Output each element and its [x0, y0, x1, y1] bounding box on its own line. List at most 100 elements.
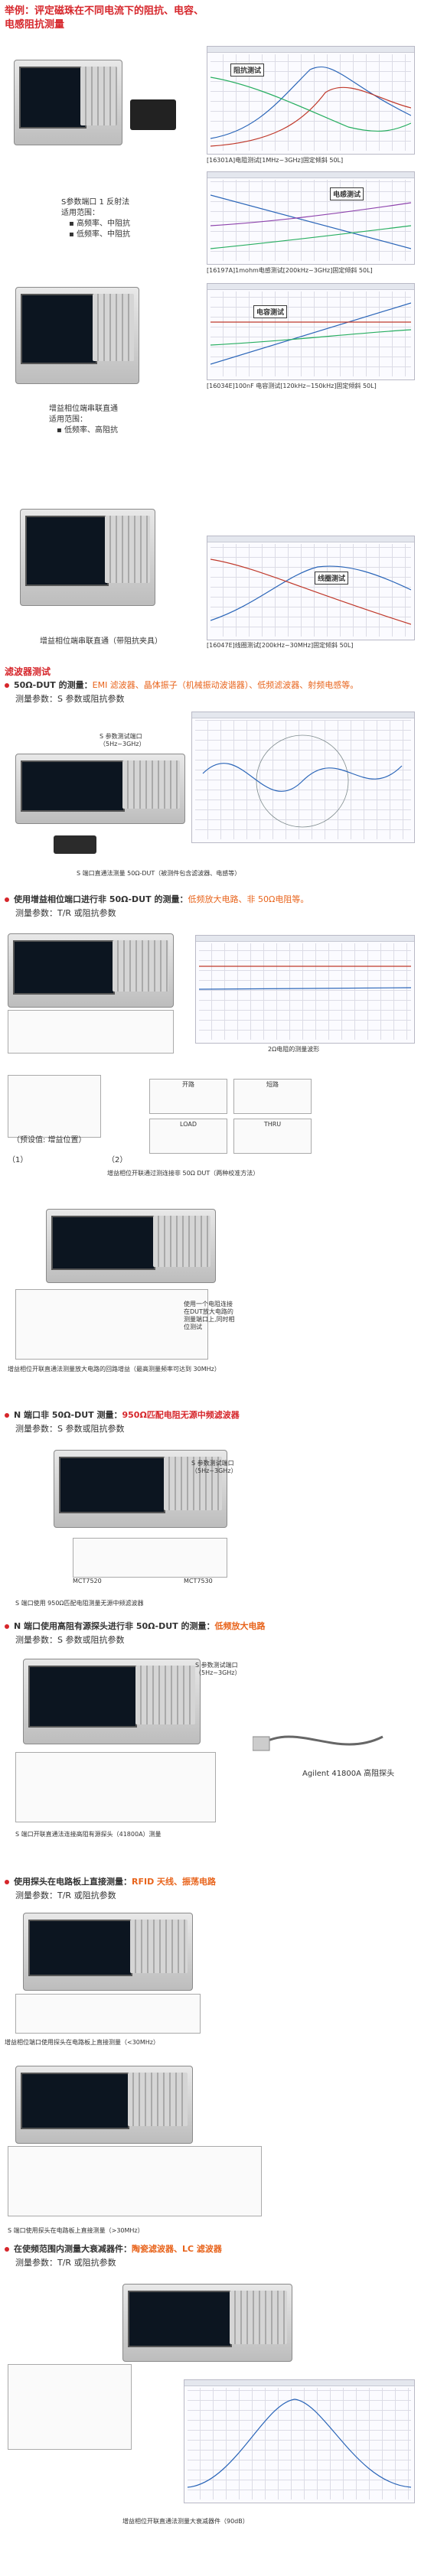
- wide-heading-prefix: 在使频范围内测量大衰减器件：: [14, 2244, 132, 2254]
- probe-heading-items: 低频放大电路: [214, 1621, 266, 1631]
- filter-dut: [54, 835, 96, 854]
- device-a-text: S参数端口 1 反射法 适用范围： ▪ 高频率、中阻抗 ▪ 低频率、中阻抗: [61, 197, 168, 240]
- bullet-icon: [5, 1880, 9, 1884]
- filter-smith-traces: [202, 734, 403, 828]
- nport-analyzer: [54, 1450, 227, 1528]
- nport-line2-text: 测量参数：S 参数或阻抗参数: [15, 1424, 125, 1434]
- wide-analyzer: [122, 2284, 292, 2362]
- filter-callout: S 参数测试端口（5Hz~3GHz）: [100, 733, 145, 747]
- board-analyzer-1: [23, 1913, 193, 1991]
- tr-analyzer: [8, 933, 174, 1008]
- plot-coil-traces: [210, 559, 411, 625]
- test-fixture-a: [130, 99, 176, 130]
- bullet-icon: [5, 1624, 9, 1629]
- wide-caption: 增益相位开联直通法测量大衰减器件（90dB）: [122, 2518, 249, 2525]
- nport-right-label: MCT7530: [184, 1578, 213, 1584]
- board-caption1: 增益相位端口使用探头在电路板上直接测量（<30MHz）: [5, 2039, 159, 2046]
- device-a-line1: S参数端口 1 反射法: [61, 198, 130, 207]
- plot-capacitance-traces: [210, 302, 411, 365]
- nport-heading-prefix: N 端口非 50Ω-DUT 测量：: [14, 1410, 122, 1420]
- filter-line1-prefix: 50Ω-DUT 的测量：: [14, 680, 93, 690]
- device-c-caption: 增益相位端串联直通（带阻抗夹具）: [40, 637, 162, 646]
- plot-inductance-label: 电感测试: [330, 187, 364, 200]
- wide-heading: 在使频范围内测量大衰减器件：陶瓷滤波器、LC 滤波器: [5, 2243, 418, 2255]
- probe-caption: S 端口开联直通法连接高阻有源探头（41800A）测量: [15, 1831, 162, 1838]
- plot-impedance-caption: [16301A]电阻测试[1MHz~3GHz]固定倾斜 50L]: [207, 157, 344, 164]
- board-heading-prefix: 使用探头在电路板上直接测量：: [14, 1877, 132, 1887]
- plot-coil-caption: [16047E]线圈测试[200kHz~30MHz]固定倾斜 50L]: [207, 642, 354, 649]
- filter-line1-items: EMI 滤波器、晶体振子（机械振动波谐器）、低频滤波器、射频电感等。: [92, 680, 359, 690]
- intro-title-line1: 举例：评定磁珠在不同电流下的阻抗、电容、: [5, 5, 204, 17]
- network-analyzer-photo-c: [20, 509, 155, 606]
- filter-smith-plot: [191, 712, 415, 843]
- tr-amp-diagram: [15, 1289, 208, 1360]
- wide-plot-traces: [188, 2399, 411, 2488]
- tr-line2-text: 测量参数：T/R 或阻抗参数: [15, 908, 116, 918]
- tr-cal-open-label: 开路: [182, 1081, 194, 1088]
- bullet-icon: [5, 2247, 9, 2252]
- tr-caption1: 增益相位开联通过测连接非 50Ω DUT（两种校准方法）: [107, 1170, 259, 1177]
- device-b-text: 增益相位端串联直通 适用范围： ▪ 低频率、高阻抗: [49, 404, 171, 436]
- plot-impedance: 阻抗测试: [207, 46, 415, 155]
- probe-circuit-diagram: [15, 1752, 216, 1822]
- nport-callout: S 参数测试端口（5Hz~3GHz）: [191, 1460, 237, 1474]
- wide-plot: [184, 2379, 415, 2503]
- filter-heading: 滤波器测试: [5, 666, 51, 677]
- wide-line2-text: 测量参数：T/R 或阻抗参数: [15, 2258, 116, 2268]
- nport-line2: 测量参数：S 参数或阻抗参数: [15, 1423, 124, 1435]
- filter-line2-text: 测量参数：S 参数或阻抗参数: [15, 694, 125, 704]
- tr-cal-open: 开路: [149, 1079, 227, 1114]
- tr-cal-thru-label: THRU: [263, 1121, 282, 1128]
- bullet-icon: [5, 1413, 9, 1418]
- board-diagram-1: [15, 1994, 201, 2034]
- wide-heading-items: 陶瓷滤波器、LC 滤波器: [132, 2244, 222, 2254]
- device-a-line2: 适用范围：: [61, 209, 100, 217]
- plot-coil: 线圈测试: [207, 536, 415, 640]
- plot-inductance-traces: [210, 194, 411, 249]
- filter-analyzer: [15, 754, 185, 824]
- plot-inductance: 电感测试: [207, 171, 415, 265]
- plot-capacitance-caption: [16034E]100nF 电容测试[120kHz~150kHz]固定倾斜 50…: [207, 383, 377, 389]
- bullet-icon: [5, 683, 9, 688]
- tr-heading: 使用增益相位端口进行非 50Ω-DUT 的测量：低频放大电路、非 50Ω电阻等。: [5, 894, 418, 905]
- nport-heading-items: 950Ω匹配电阻无源中频滤波器: [122, 1410, 240, 1420]
- tr-caption2: 增益相位开联直通法测量放大电路的回路增益（最高测量频率可达到 30MHz）: [8, 1366, 220, 1373]
- probe-heading-prefix: N 端口使用高阻有源探头进行非 50Ω-DUT 的测量：: [14, 1621, 215, 1631]
- tr-heading-items: 低频放大电路、非 50Ω电阻等。: [188, 894, 309, 904]
- plot-coil-label: 线圈测试: [315, 572, 349, 585]
- tr-connection-diagram: [8, 1010, 174, 1054]
- bullet-icon: [5, 897, 9, 902]
- tr-label-2: （2）: [107, 1156, 128, 1164]
- device-a-bullet1: ▪ 高频率、中阻抗: [69, 220, 130, 228]
- tr-cal-short: 短路: [233, 1079, 312, 1114]
- tr-label-1b: （预设值: 增益位置）: [12, 1136, 86, 1145]
- tr-cal-thru: THRU: [233, 1119, 312, 1154]
- plot-impedance-label: 阻抗测试: [230, 64, 265, 77]
- tr-wave-traces: [199, 966, 411, 990]
- intro-title-line2: 电感阻抗测量: [5, 19, 65, 31]
- tr-cal-load-label: LOAD: [180, 1121, 197, 1128]
- wide-line2: 测量参数：T/R 或阻抗参数: [15, 2257, 116, 2268]
- plot-capacitance-label: 电容测试: [253, 305, 288, 318]
- filter-caption: S 端口直通法测量 50Ω-DUT（被测件包含滤波器、电感等）: [77, 870, 241, 877]
- probe-callout: S 参数测试端口（5Hz~3GHz）: [195, 1662, 241, 1676]
- tr-label-1: （1）: [8, 1156, 28, 1164]
- tr-cal-diagram-1: [8, 1075, 101, 1138]
- intro-title: 举例：评定磁珠在不同电流下的阻抗、电容、 电感阻抗测量: [5, 5, 204, 32]
- nport-dut-diagram: [73, 1538, 227, 1578]
- tr-cal-short-label: 短路: [266, 1081, 279, 1088]
- plot-impedance-traces: [210, 66, 411, 147]
- wide-diagram: [8, 2364, 132, 2450]
- tr-amp-notes: 使用一个电阻连接在DUT放大电路的测量端口上,同时相位测试: [184, 1301, 235, 1330]
- board-line2: 测量参数：T/R 或阻抗参数: [15, 1890, 116, 1901]
- tr-heading-prefix: 使用增益相位端口进行非 50Ω-DUT 的测量：: [14, 894, 188, 904]
- nport-left-label: MCT7520: [73, 1578, 102, 1584]
- device-b-line2: 适用范围：: [49, 415, 87, 424]
- device-b-line1: 增益相位端串联直通: [49, 405, 118, 413]
- tr-cal-load: LOAD: [149, 1119, 227, 1154]
- probe-icon: [253, 1735, 383, 1751]
- nport-caption: S 端口使用 950Ω匹配电阻测量无源中频滤波器: [15, 1600, 144, 1607]
- plot-capacitance: 电容测试: [207, 283, 415, 380]
- probe-name: Agilent 41800A 高阻探头: [302, 1770, 395, 1778]
- tr-amp-analyzer: [46, 1209, 216, 1283]
